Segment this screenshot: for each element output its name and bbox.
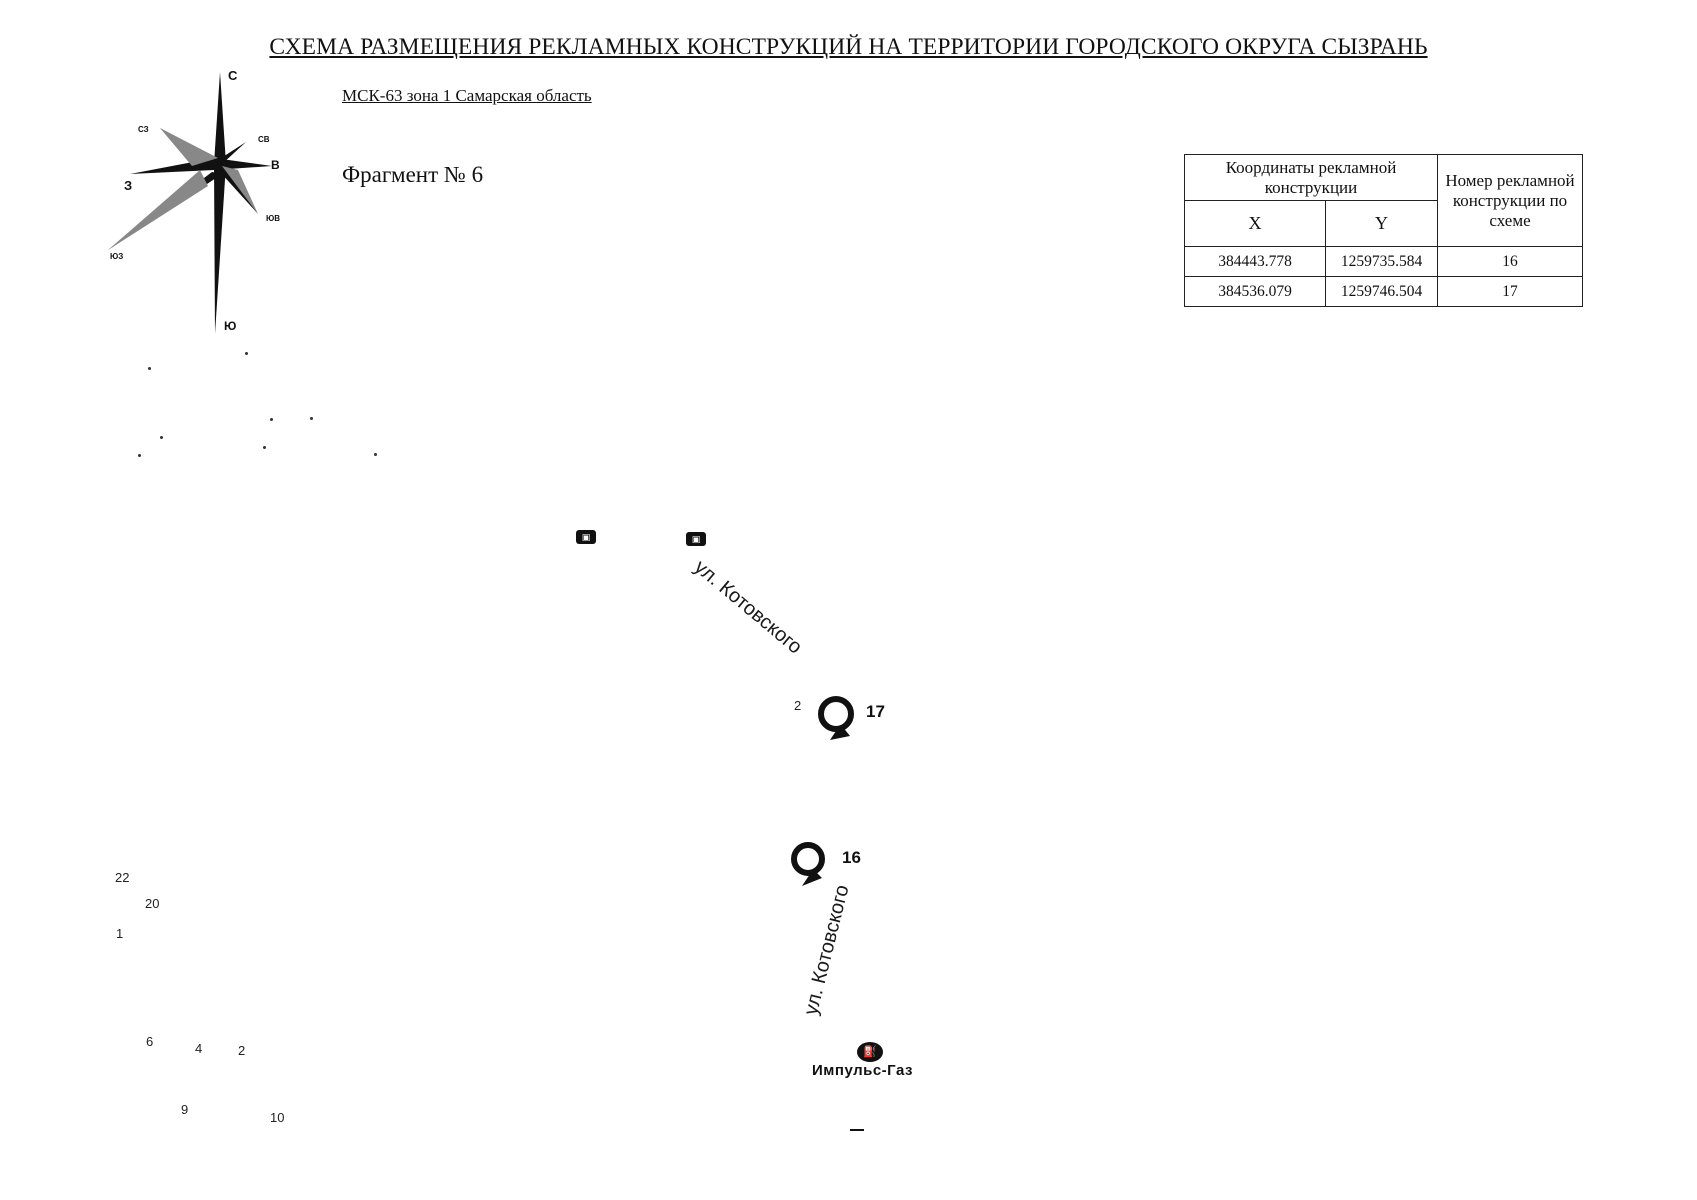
advert-pin-17-icon (818, 696, 854, 740)
coordinates-table: Координаты рекламной конструкции Номер р… (1184, 154, 1583, 307)
bus-stop-icon: ▣ (576, 530, 596, 544)
row-y: 1259746.504 (1325, 276, 1438, 307)
compass-west-label: З (124, 178, 133, 193)
compass-ne-label: СВ (258, 135, 270, 144)
poi-label-impulse-gas: Импульс-Газ (812, 1062, 913, 1079)
map-speck (270, 418, 273, 421)
compass-nw-label: СЗ (138, 125, 149, 134)
row-number: 16 (1437, 246, 1583, 277)
fragment-number: Фрагмент № 6 (342, 162, 484, 187)
house-number: 9 (181, 1102, 189, 1117)
house-number: 20 (145, 896, 160, 911)
table-row: 384443.778 1259735.584 16 (1184, 246, 1583, 277)
x-header: X (1184, 200, 1326, 247)
house-number: 4 (195, 1041, 203, 1056)
pin-number-16: 16 (842, 848, 861, 867)
compass-se-label: ЮВ (266, 214, 281, 223)
compass-east-label: В (271, 158, 280, 172)
compass-south-label: Ю (224, 319, 237, 333)
coords-header: Координаты рекламной конструкции (1184, 154, 1438, 201)
map-speck (374, 453, 377, 456)
map-speck (148, 367, 151, 370)
house-number: 22 (115, 870, 130, 885)
coordinate-system-label: МСК-63 зона 1 Самарская область (342, 86, 592, 105)
map-dash (850, 1129, 864, 1131)
map-speck (263, 446, 266, 449)
compass-sw-label: ЮЗ (110, 252, 124, 261)
street-label-lower: ул. Котовского (800, 882, 854, 1018)
map-speck (245, 352, 248, 355)
map-speck (310, 417, 313, 420)
house-number: 2 (794, 698, 802, 713)
y-header: Y (1325, 200, 1438, 247)
compass-rose-icon: С СЗ СВ В З ЮВ ЮЗ Ю (100, 62, 290, 342)
house-number: 6 (146, 1034, 154, 1049)
bus-stop-icon: ▣ (686, 532, 706, 546)
map-title: СХЕМА РАЗМЕЩЕНИЯ РЕКЛАМНЫХ КОНСТРУКЦИЙ Н… (269, 34, 1428, 60)
table-row: 384536.079 1259746.504 17 (1184, 276, 1583, 307)
number-header: Номер рекламной конструкции по схеме (1437, 154, 1583, 247)
row-y: 1259735.584 (1325, 246, 1438, 277)
map-speck (160, 436, 163, 439)
street-label-upper: ул. Котовского (689, 556, 807, 659)
row-x: 384443.778 (1184, 246, 1326, 277)
advert-pin-16-icon (791, 842, 825, 886)
row-x: 384536.079 (1184, 276, 1326, 307)
gas-station-icon: ⛽ (857, 1042, 883, 1062)
house-number: 1 (116, 926, 124, 941)
pin-number-17: 17 (866, 702, 885, 721)
compass-north-label: С (228, 68, 238, 83)
house-number: 10 (270, 1110, 285, 1125)
row-number: 17 (1437, 276, 1583, 307)
house-number: 2 (238, 1043, 246, 1058)
map-speck (138, 454, 141, 457)
